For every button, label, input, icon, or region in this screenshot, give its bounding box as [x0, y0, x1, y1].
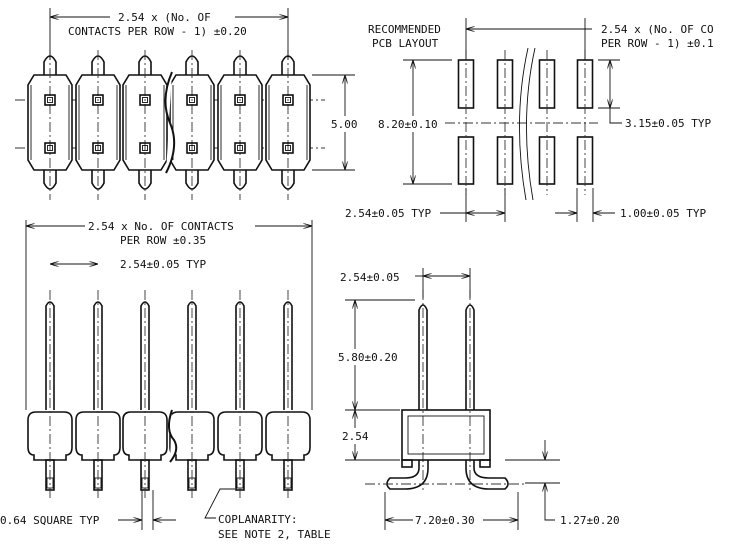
pin-square: [234, 94, 246, 106]
lead-span-label: 7.20±0.30: [415, 514, 475, 527]
pin-square-inner: [142, 145, 148, 151]
coplanarity-label-2: SEE NOTE 2, TABLE: [218, 528, 331, 541]
break-line: [519, 47, 529, 201]
pin-square: [44, 142, 56, 154]
pin-square: [186, 142, 198, 154]
pin-upper: [235, 301, 245, 410]
pin-square: [92, 94, 104, 106]
row-pitch-label: 2.54±0.05: [340, 271, 400, 284]
pin-height-label: 5.80±0.20: [338, 351, 398, 364]
pcb-row-span-label: 8.20±0.10: [378, 118, 438, 131]
front-length-label-2: PER ROW ±0.35: [120, 234, 206, 247]
pcb-pitch-label-2: PER ROW - 1) ±0.1: [601, 37, 714, 50]
pin-square: [282, 142, 294, 154]
pin-square-inner: [95, 145, 101, 151]
pin-upper: [93, 301, 103, 410]
top-pitch-label-2: CONTACTS PER ROW - 1) ±0.20: [68, 25, 247, 38]
front-pitch-label: 2.54±0.05 TYP: [120, 258, 206, 271]
pin-square-inner: [47, 145, 53, 151]
pcb-title-2: PCB LAYOUT: [372, 37, 439, 50]
standoff-label: 1.27±0.20: [560, 514, 620, 527]
pin-upper: [187, 301, 197, 410]
pcb-title-1: RECOMMENDED: [368, 23, 441, 36]
break-line: [526, 47, 536, 201]
coplanarity-label-1: COPLANARITY:: [218, 513, 297, 526]
pin-square: [139, 142, 151, 154]
pin-square-inner: [285, 145, 291, 151]
pin-square: [234, 142, 246, 154]
pin-square-inner: [285, 97, 291, 103]
pin-square: [282, 94, 294, 106]
pin-square: [186, 94, 198, 106]
break-line: [164, 71, 176, 174]
pin-square-inner: [47, 97, 53, 103]
pin-size-label: 0.64 SQUARE TYP: [0, 514, 100, 527]
side-view: [365, 290, 525, 490]
pin-square: [44, 94, 56, 106]
pin-square-inner: [189, 97, 195, 103]
pin-square-inner: [237, 145, 243, 151]
pcb-pad-pitch-label: 2.54±0.05 TYP: [345, 207, 431, 220]
break-line: [168, 409, 178, 463]
top-pitch-label-1: 2.54 x (No. OF: [118, 11, 211, 24]
pin-square-inner: [189, 145, 195, 151]
pcb-pad-width-label: 1.00±0.05 TYP: [620, 207, 706, 220]
pin-square: [92, 142, 104, 154]
pin-square-inner: [142, 97, 148, 103]
pin-upper: [45, 301, 55, 410]
pin-upper: [283, 301, 293, 410]
top-height-label: 5.00: [331, 118, 358, 131]
pcb-pad-length-label: 3.15±0.05 TYP: [625, 117, 711, 130]
pin-square-inner: [95, 97, 101, 103]
pin-square: [139, 94, 151, 106]
front-view: [27, 290, 311, 500]
front-length-label-1: 2.54 x No. OF CONTACTS: [88, 220, 234, 233]
pcb-pitch-label-1: 2.54 x (No. OF CO: [601, 23, 714, 36]
top-view: [15, 50, 325, 200]
pcb-layout: [445, 47, 598, 201]
body-height-label: 2.54: [342, 430, 369, 443]
pin-upper: [140, 301, 150, 410]
pin-square-inner: [237, 97, 243, 103]
